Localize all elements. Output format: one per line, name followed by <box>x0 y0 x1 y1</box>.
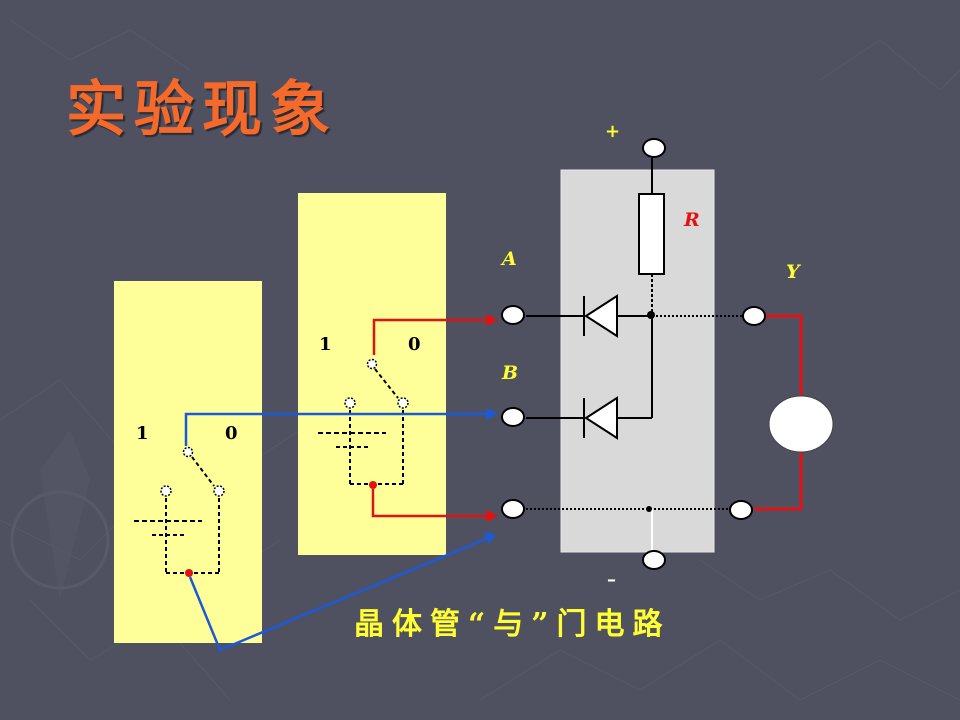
terminal-ground <box>501 499 525 519</box>
page-title: 实验现象 <box>66 75 338 145</box>
terminal-plus <box>642 138 666 158</box>
input-a-label: A <box>500 248 517 270</box>
plus-label: + <box>605 121 620 142</box>
switch-b-off-label: 0 <box>225 423 238 444</box>
switch-a-off-label: 0 <box>408 334 421 355</box>
terminal-y <box>742 306 766 326</box>
switch-b <box>134 408 498 652</box>
diode-a <box>526 294 650 338</box>
resistor <box>638 158 665 312</box>
minus-label: – <box>607 569 616 590</box>
terminal-a <box>501 305 525 325</box>
gate-panel <box>560 169 715 553</box>
terminal-minus <box>642 550 666 570</box>
ground-node <box>646 506 652 512</box>
switch-a <box>318 314 498 522</box>
switch-a-on-label: 1 <box>319 334 332 355</box>
switch-panel-left <box>114 281 262 643</box>
output-lamp-wire <box>754 314 803 511</box>
input-b-label: B <box>501 362 518 384</box>
output-y-label: Y <box>786 261 802 283</box>
switch-b-on-label: 1 <box>136 423 149 444</box>
circuit-caption: 晶体管“与”门电路 <box>354 607 671 642</box>
output-lamp <box>768 395 834 453</box>
resistor-label: R <box>683 209 700 231</box>
terminal-b <box>501 407 525 427</box>
diode-b <box>526 316 653 440</box>
terminal-y-return <box>729 500 753 520</box>
